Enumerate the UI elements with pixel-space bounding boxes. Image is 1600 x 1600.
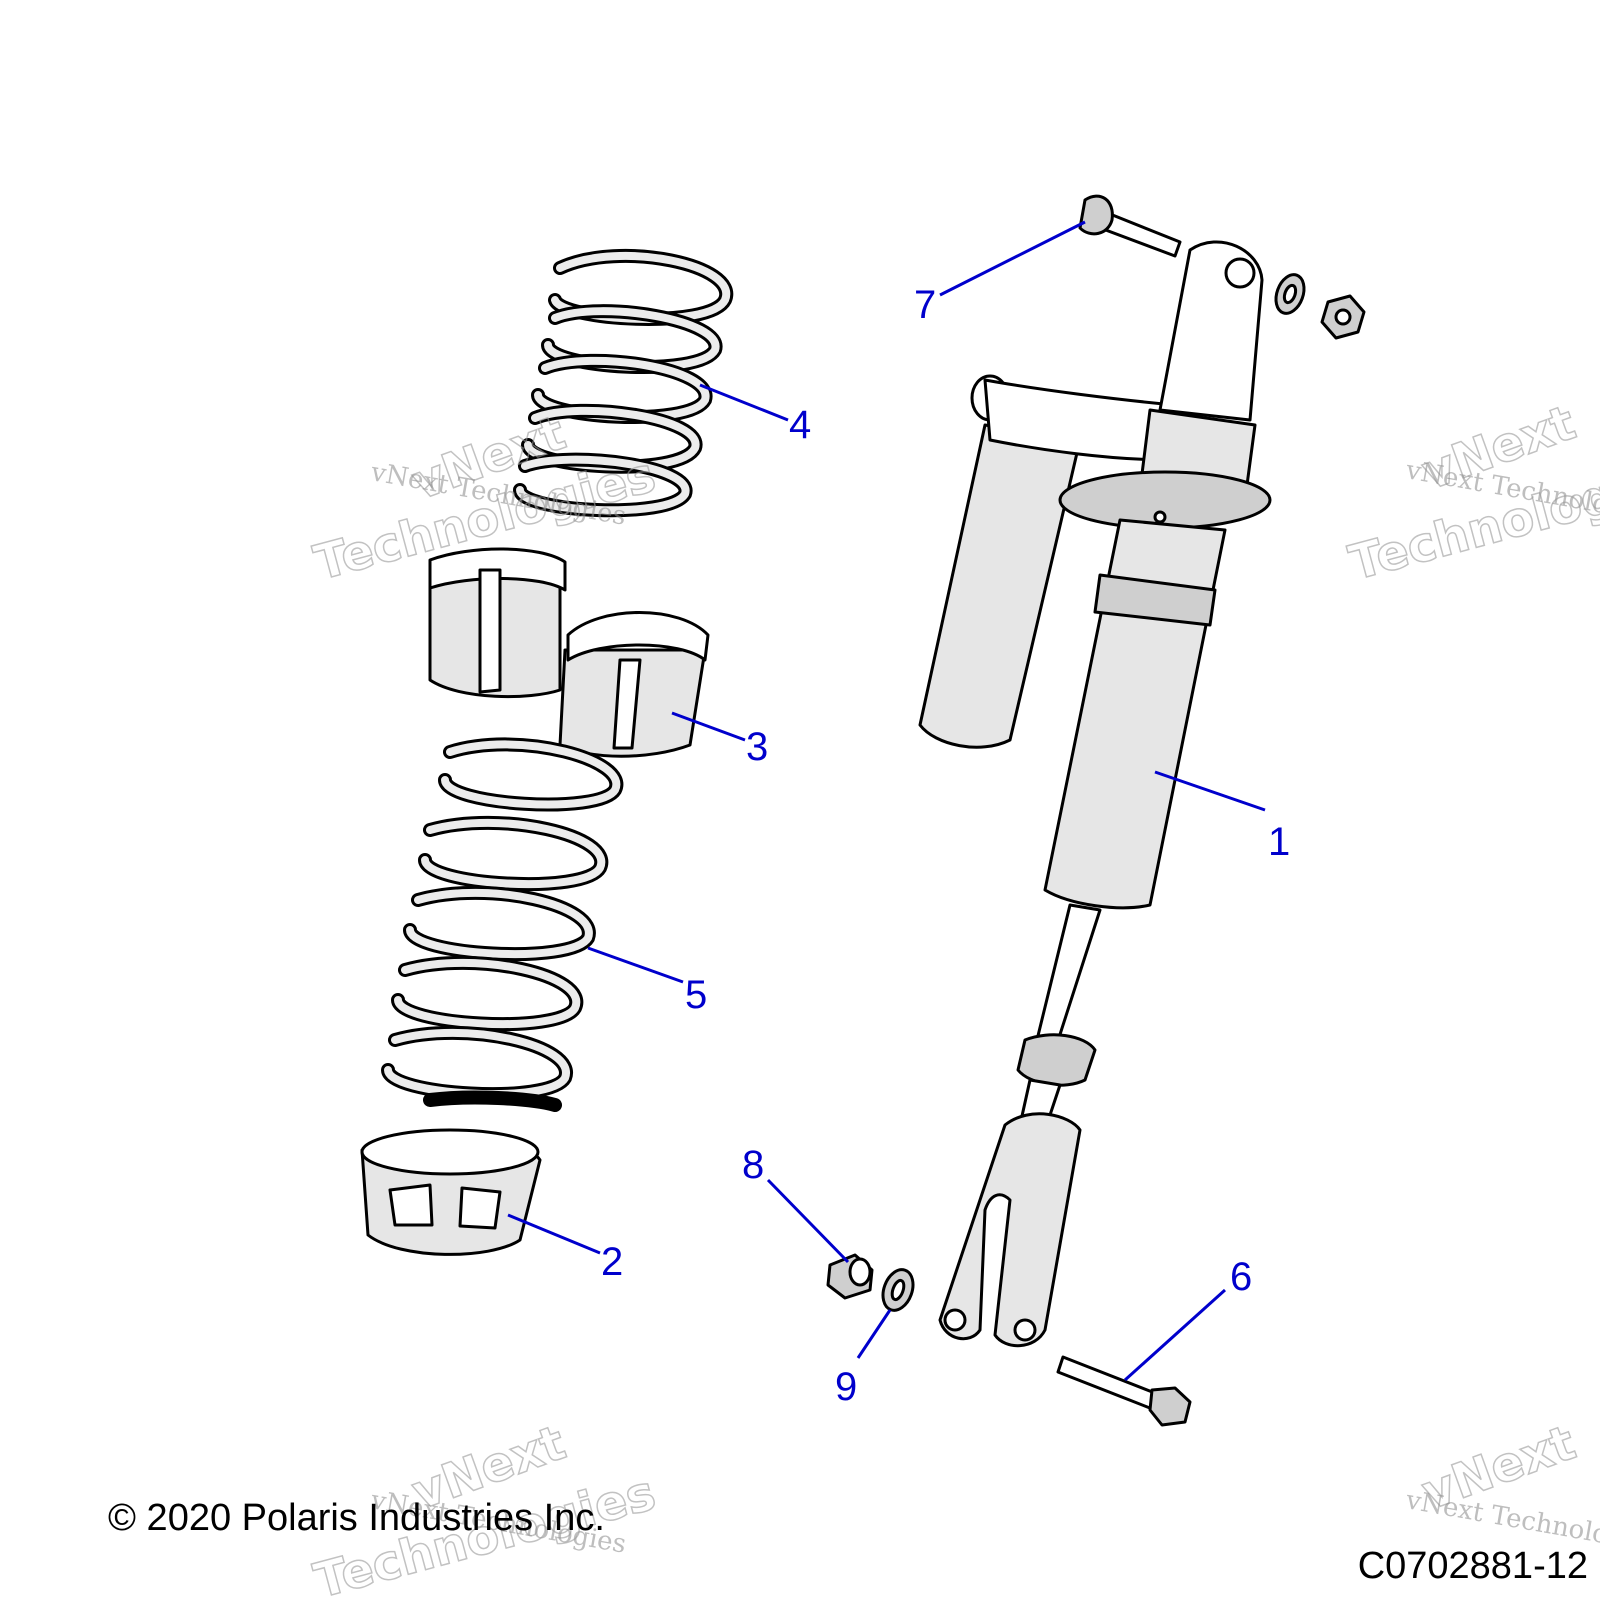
lower-spring-seat-part — [360, 1128, 542, 1256]
lower-nut-part — [826, 1253, 874, 1300]
spring-crossover-left-part — [428, 547, 567, 699]
lower-washer-part — [881, 1268, 915, 1312]
main-spring-part — [381, 737, 624, 1112]
shock-absorber-part — [918, 240, 1272, 1348]
lower-bolt-part — [1056, 1355, 1192, 1427]
callout-6-leader — [1123, 1288, 1227, 1382]
watermark-top-right: vNext vNext Technologies Technologies — [1343, 394, 1600, 592]
callout-3: 3 — [746, 725, 768, 769]
callout-8: 8 — [742, 1143, 764, 1187]
callout-5-leader — [587, 946, 684, 984]
callout-8-leader — [766, 1178, 850, 1264]
callout-1: 1 — [1268, 820, 1290, 864]
upper-bolt-part — [1078, 194, 1182, 258]
callout-2-leader — [507, 1213, 601, 1255]
callout-2: 2 — [601, 1240, 623, 1284]
copyright-notice: © 2020 Polaris Industries Inc. — [108, 1497, 605, 1539]
upper-nut-part — [1320, 294, 1366, 340]
spring-crossover-right-part — [558, 611, 710, 758]
callout-9: 9 — [835, 1365, 857, 1409]
callout-3-leader — [671, 711, 746, 742]
callout-7-leader — [939, 220, 1086, 297]
figure-id: C0702881-12 — [1358, 1545, 1588, 1587]
watermark-bottom-right: vNext vNext Technologies — [1403, 1414, 1600, 1560]
upper-spring-part — [513, 248, 734, 518]
callout-6: 6 — [1230, 1255, 1252, 1299]
callout-9-leader — [856, 1309, 892, 1359]
callout-4: 4 — [789, 403, 811, 447]
callout-7: 7 — [914, 283, 936, 327]
callout-1-leader — [1154, 770, 1266, 812]
upper-washer-part — [1274, 273, 1306, 315]
callout-5: 5 — [685, 973, 707, 1017]
callout-4-leader — [699, 383, 789, 422]
